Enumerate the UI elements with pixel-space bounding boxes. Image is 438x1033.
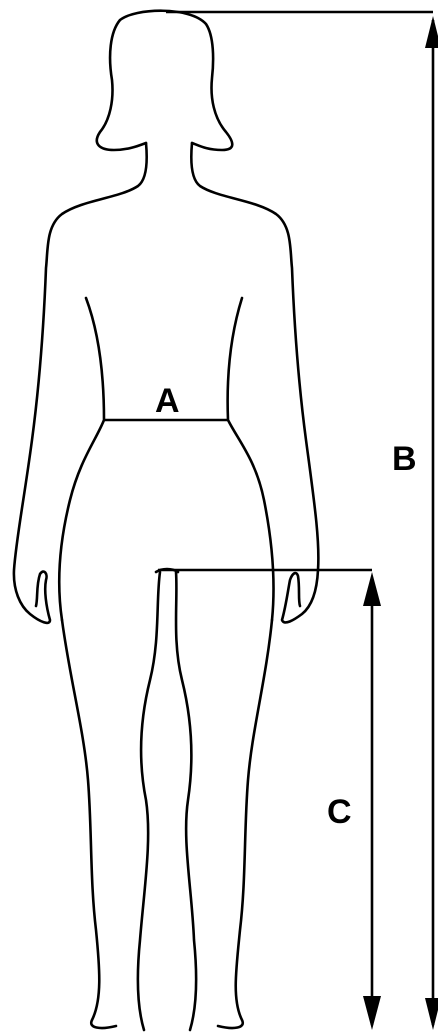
measure-c-top-arrow	[363, 572, 381, 606]
head-outline	[97, 11, 232, 150]
right-leg-outline	[218, 620, 272, 1028]
right-waist-outline	[228, 298, 274, 620]
measure-c-bottom-arrow	[363, 996, 381, 1030]
right-leg-inner-outline	[176, 572, 196, 1030]
measure-b-top-arrow	[425, 16, 438, 48]
left-waist-outline	[59, 298, 104, 620]
body-right-outline	[191, 143, 318, 622]
left-leg-outline	[62, 620, 116, 1028]
label-a: A	[155, 382, 180, 420]
label-c: C	[327, 793, 352, 831]
measure-b-bottom-arrow	[425, 998, 438, 1030]
label-b: B	[392, 440, 417, 478]
body-left-outline	[14, 143, 147, 623]
left-leg-inner-outline	[138, 572, 160, 1030]
